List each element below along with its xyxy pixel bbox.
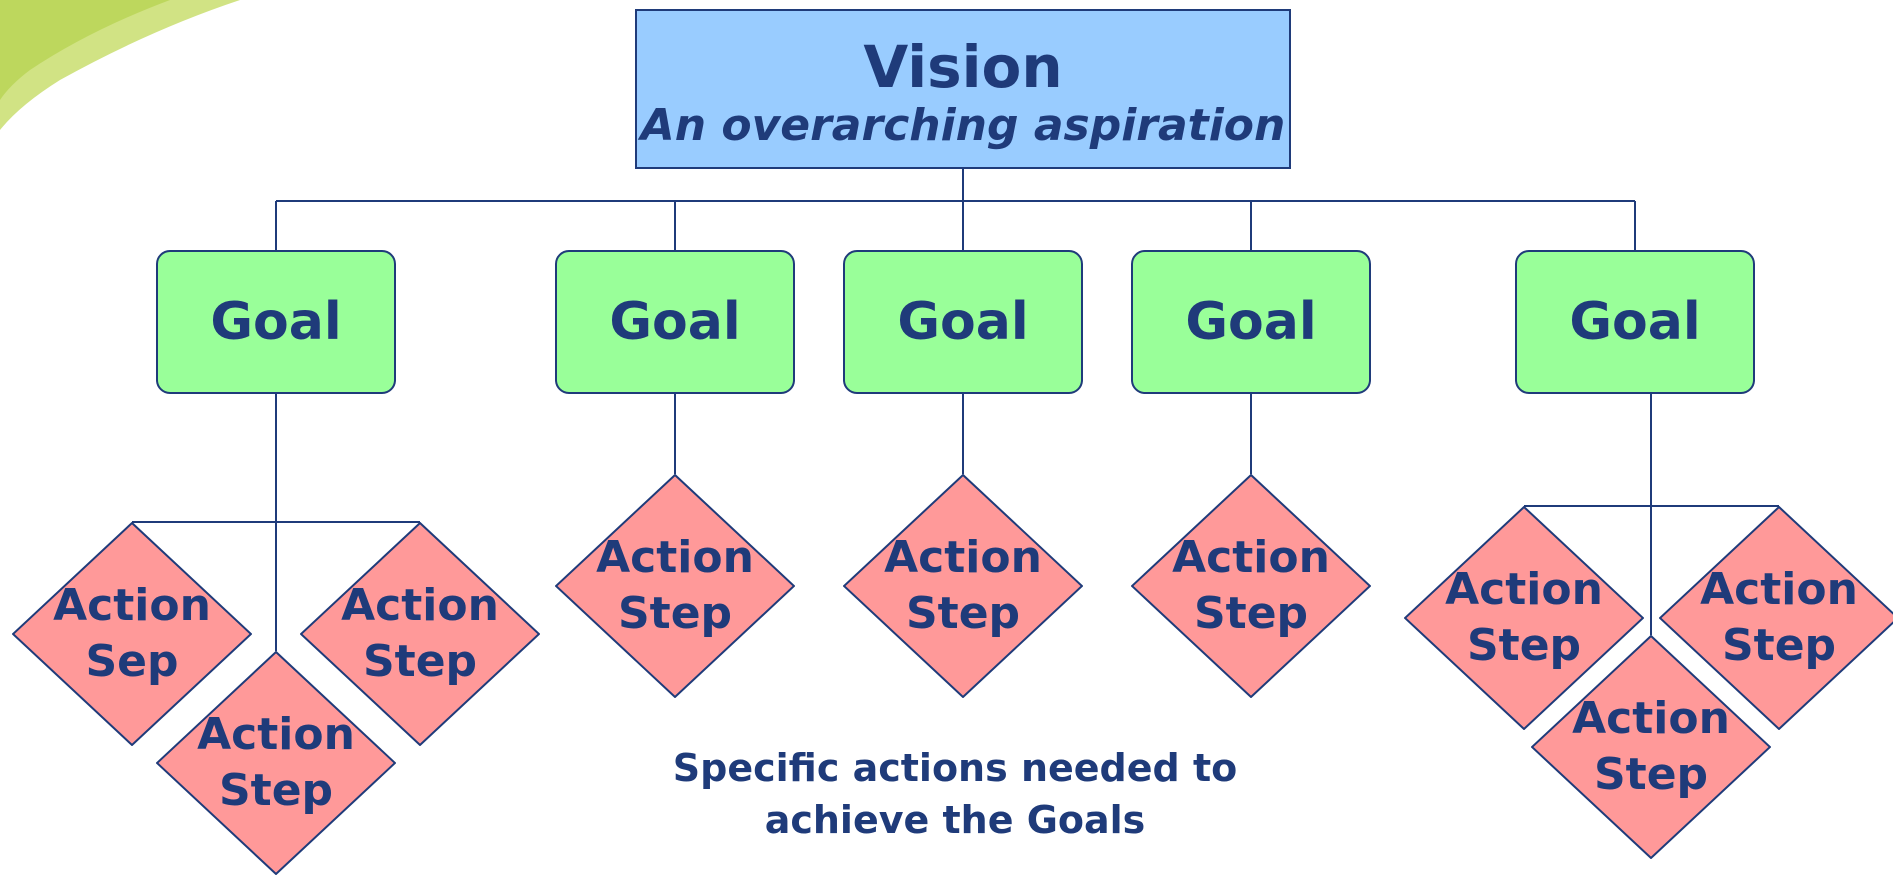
action-step-label: Action Step bbox=[1572, 693, 1730, 800]
goal-box: Goal bbox=[1131, 250, 1371, 394]
goal-box: Goal bbox=[1515, 250, 1755, 394]
action-step-diamond: Action Step bbox=[1659, 506, 1893, 730]
action-step-diamond: Action Step bbox=[1404, 506, 1644, 730]
action-step-diamond: Action Step bbox=[843, 474, 1083, 698]
action-step-diamond: Action Step bbox=[1131, 474, 1371, 698]
goal-box: Goal bbox=[555, 250, 795, 394]
vision-title: Vision bbox=[863, 33, 1063, 101]
leaf-decoration bbox=[0, 0, 240, 130]
action-step-label: Action Step bbox=[1445, 564, 1603, 671]
action-step-diamond: Action Step bbox=[300, 522, 540, 746]
action-step-diamond: Action Step bbox=[1531, 635, 1771, 859]
goal-box: Goal bbox=[156, 250, 396, 394]
action-step-diamond: Action Step bbox=[555, 474, 795, 698]
vision-box: Vision An overarching aspiration bbox=[635, 9, 1291, 169]
action-step-diamond: Action Sep bbox=[12, 522, 252, 746]
action-step-label: Action Step bbox=[1700, 564, 1858, 671]
action-step-label: Action Step bbox=[197, 709, 355, 816]
action-step-label: Action Step bbox=[884, 532, 1042, 639]
diagram-caption: Specific actions needed to achieve the G… bbox=[672, 746, 1238, 842]
vision-subtitle: An overarching aspiration bbox=[640, 100, 1286, 151]
action-step-label: Action Step bbox=[341, 580, 499, 687]
action-step-label: Action Step bbox=[1172, 532, 1330, 639]
action-step-label: Action Sep bbox=[53, 580, 211, 687]
action-step-label: Action Step bbox=[596, 532, 754, 639]
action-step-diamond: Action Step bbox=[156, 651, 396, 875]
goal-box: Goal bbox=[843, 250, 1083, 394]
